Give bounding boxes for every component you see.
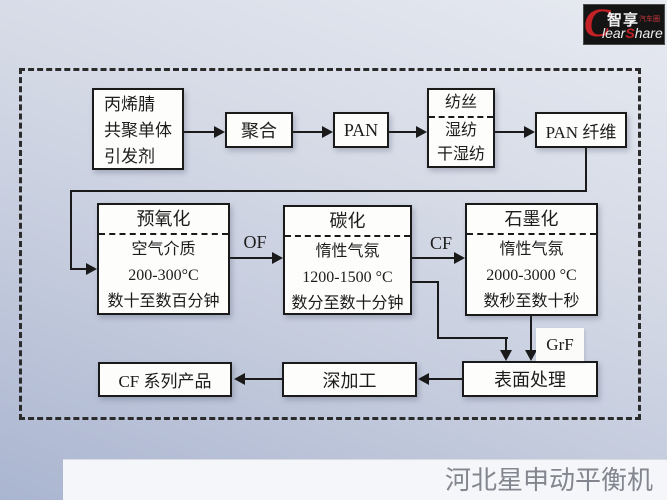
connector-spinning-panfiber xyxy=(495,131,524,133)
connector-surface-deep xyxy=(429,378,462,380)
node-pan-fiber: PAN 纤维 xyxy=(535,112,627,148)
node-graphitization-line: 数秒至数十秒 xyxy=(483,293,580,310)
arrowhead-pan-spinning xyxy=(416,126,427,138)
node-monomer-line: 共聚单体 xyxy=(104,121,172,140)
connector-monomer-polymerization xyxy=(184,131,214,133)
node-carbonization-title: 碳化 xyxy=(285,207,410,237)
connector-polymerization-pan xyxy=(293,131,322,133)
brand-logo: C 智享汽车圈 learShare xyxy=(583,0,665,45)
node-carbonization: 碳化 惰性气氛 1200-1500 °C 数分至数十分钟 xyxy=(283,205,412,315)
watermark-bar: 河北星申动平衡机 xyxy=(63,459,667,500)
node-surface-treatment: 表面处理 xyxy=(462,361,598,397)
arrowhead-into-preoxidation xyxy=(86,263,97,275)
edge-label-grf: GrF xyxy=(536,328,584,361)
arrowhead-monomer-polymerization xyxy=(214,126,225,138)
node-carbonization-line: 1200-1500 °C xyxy=(302,269,393,286)
node-spinning: 纺丝 湿纺 干湿纺 xyxy=(427,88,495,168)
connector-carbonization-branch-across xyxy=(437,337,508,339)
arrowhead-polymerization-pan xyxy=(322,126,333,138)
node-graphitization-line: 2000-3000 °C xyxy=(486,267,577,284)
node-monomer-line: 引发剂 xyxy=(104,147,155,166)
node-spinning-line: 干湿纺 xyxy=(436,146,485,163)
node-carbonization-line: 数分至数十分钟 xyxy=(291,295,404,312)
logo-en-post: hare xyxy=(634,25,663,41)
node-monomer-line: 丙烯腈 xyxy=(104,95,155,114)
watermark-text: 河北星申动平衡机 xyxy=(444,465,653,495)
connector-into-surface-left xyxy=(505,337,507,351)
arrowhead-spinning-panfiber xyxy=(524,126,535,138)
logo-en-pre: lear xyxy=(602,25,626,41)
node-preoxidation-line: 数十至数百分钟 xyxy=(107,293,220,310)
node-carbonization-line: 惰性气氛 xyxy=(315,243,380,260)
connector-panfiber-down xyxy=(585,148,587,192)
node-spinning-title: 纺丝 xyxy=(429,90,493,118)
node-monomer: 丙烯腈 共聚单体 引发剂 xyxy=(92,88,184,170)
logo-brand-cn: 智享 xyxy=(607,12,640,29)
arrowhead-graphitization-surface xyxy=(525,350,537,361)
connector-pan-spinning xyxy=(389,131,416,133)
connector-deep-cfproducts xyxy=(245,378,282,380)
node-cf-products: CF 系列产品 xyxy=(98,362,232,397)
logo-line-cn: 智享汽车圈 xyxy=(607,9,660,30)
diagram-border xyxy=(19,68,641,420)
node-pan: PAN xyxy=(333,112,389,148)
arrowhead-preoxidation-carbonization xyxy=(272,252,283,264)
logo-en-s: S xyxy=(625,25,635,41)
node-graphitization: 石墨化 惰性气氛 2000-3000 °C 数秒至数十秒 xyxy=(465,203,598,316)
node-spinning-line: 湿纺 xyxy=(444,122,477,139)
connector-carbonization-branch-down xyxy=(437,281,439,339)
logo-c-glyph: C xyxy=(584,0,611,45)
connector-panfiber-left-down xyxy=(70,190,72,270)
node-preoxidation: 预氧化 空气介质 200-300°C 数十至数百分钟 xyxy=(97,203,230,315)
connector-carbonization-branch xyxy=(412,281,439,283)
arrowhead-carbonization-graphitization xyxy=(454,252,465,264)
node-graphitization-line: 惰性气氛 xyxy=(499,241,564,258)
arrowhead-carbonization-surface xyxy=(500,350,512,361)
arrowhead-surface-deep xyxy=(418,373,429,385)
logo-brand-cn-small: 汽车圈 xyxy=(639,16,661,23)
node-deep-processing: 深加工 xyxy=(282,362,417,397)
connector-panfiber-across xyxy=(70,190,587,192)
connector-into-preoxidation xyxy=(70,268,86,270)
arrowhead-deep-cfproducts xyxy=(234,373,245,385)
node-preoxidation-title: 预氧化 xyxy=(99,205,228,235)
connector-carbonization-graphitization xyxy=(412,257,454,259)
edge-label-of: OF xyxy=(243,232,267,252)
node-polymerization: 聚合 xyxy=(225,112,293,148)
node-preoxidation-line: 200-300°C xyxy=(128,267,199,284)
connector-graphitization-surface xyxy=(530,316,532,351)
node-preoxidation-line: 空气介质 xyxy=(131,241,196,258)
edge-label-cf: CF xyxy=(429,233,453,253)
logo-line-en: learShare xyxy=(602,25,663,41)
node-graphitization-title: 石墨化 xyxy=(467,205,596,235)
connector-preoxidation-carbonization xyxy=(230,257,272,259)
